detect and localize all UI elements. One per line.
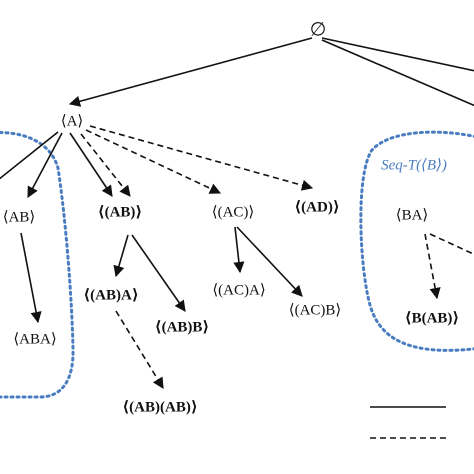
edge-ab-group-to-ab-a (113, 234, 129, 278)
edge-a-to-ab-group (69, 132, 113, 197)
node-b-ab: ⟨B(AB)⟩ (404, 310, 460, 327)
edge-a-to-ac-group (85, 129, 222, 194)
edge-a-to-ab-group-dashed (80, 133, 131, 197)
seq-t-b-region-outline (359, 130, 474, 352)
node-a: ⟨A⟩ (60, 113, 84, 130)
edge-a-offscreen (0, 131, 59, 180)
node-ac-a: ⟨(AC)A⟩ (212, 282, 266, 299)
node-ab-a: ⟨(AB)A⟩ (83, 287, 139, 304)
node-ab-b: ⟨(AB)B⟩ (154, 319, 210, 336)
node-ab: ⟨AB⟩ (2, 209, 36, 226)
node-ab-group: ⟨(AB)⟩ (97, 204, 143, 221)
edge-ac-group-to-ac-a (233, 226, 245, 274)
node-ba: ⟨BA⟩ (395, 207, 429, 224)
node-ac-group: ⟨(AC)⟩ (211, 204, 255, 221)
node-ab-ab: ⟨(AB)(AB)⟩ (122, 399, 198, 416)
left-region-outline (0, 131, 75, 399)
edge-ac-group-to-ac-b (236, 226, 303, 297)
edge-ab-to-aba (20, 232, 42, 324)
edge-a-to-ad-group (89, 125, 314, 191)
edge-root-offscreen-1 (321, 37, 474, 72)
edge-ba-to-b-ab (424, 233, 441, 300)
edge-root-offscreen-2 (321, 39, 474, 107)
edge-a-to-ab (27, 132, 63, 198)
edge-ab-a-to-ab-ab (115, 310, 164, 389)
edge-ba-offscreen (429, 233, 474, 256)
node-aba: ⟨ABA⟩ (13, 331, 57, 348)
edge-ab-group-to-ab-b (131, 234, 186, 312)
seq-t-b-region-label: Seq-T(⟨B⟩) (381, 157, 447, 174)
node-ac-b: ⟨(AC)B⟩ (288, 302, 342, 319)
edge-root-to-a (68, 37, 313, 107)
node-ad-group: ⟨(AD)⟩ (294, 199, 340, 216)
node-root: ∅ (309, 19, 327, 41)
